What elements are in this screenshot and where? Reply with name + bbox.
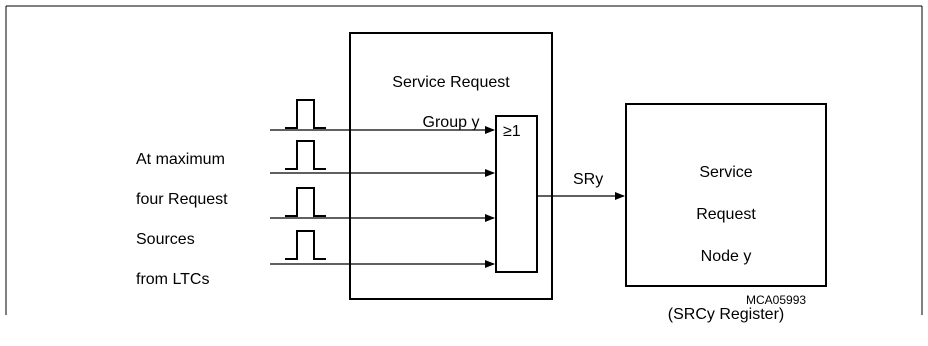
sources-label-line4: from LTCs [136,271,210,288]
sources-label-line2: four Request [136,191,228,208]
sources-label: At maximum four Request Sources from LTC… [136,130,228,310]
group-title-line1: Service Request [392,74,510,91]
service-request-group-box [349,32,553,300]
sources-label-line1: At maximum [136,151,225,168]
group-title-line2: Group y [422,114,480,131]
node-label-line3: Node y [700,248,752,265]
output-signal-label: SRy [573,171,604,188]
pulse-icon [285,230,326,260]
figure-id: MCA05993 [746,293,807,307]
diagram-canvas [5,5,923,315]
or-gate-symbol: ≥1 [503,123,521,140]
sources-label-line3: Sources [136,231,195,248]
node-label-line4: (SRCy Register) [667,306,785,323]
node-label-line2: Request [696,206,756,223]
pulse-icon [285,99,326,129]
service-request-node-box [625,103,827,287]
pulse-icon [285,140,326,170]
pulse-icon [285,187,326,217]
group-title: Service Request Group y [352,53,550,153]
node-label-line1: Service [699,164,753,181]
diagram: Service Request Group y ≥1 At maximum fo… [5,5,923,323]
node-label: Service Request Node y (SRCy Register) [628,141,824,346]
or-gate-box [495,115,538,273]
